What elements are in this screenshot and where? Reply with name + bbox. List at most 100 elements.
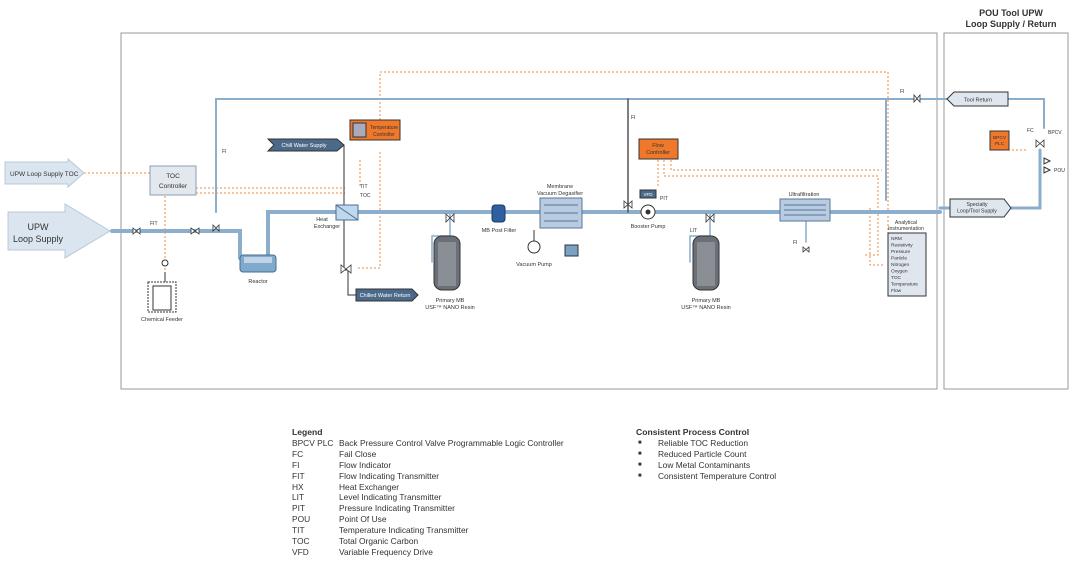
list-item: ■Reduced Particle Count	[638, 448, 747, 459]
svg-text:USF™ NANO Resin: USF™ NANO Resin	[425, 305, 475, 311]
svg-text:Vacuum Pump: Vacuum Pump	[516, 262, 552, 268]
chemical-feeder: Chemical Feeder	[141, 259, 183, 323]
svg-text:Chill Water Supply: Chill Water Supply	[281, 143, 326, 149]
process-control-title: Consistent Process Control	[636, 427, 750, 437]
toc-controller: TOC Controller	[149, 165, 197, 196]
svg-text:Flow: Flow	[652, 143, 664, 149]
tag-fi-1: FI	[222, 149, 226, 155]
svg-text:TOC: TOC	[166, 173, 180, 180]
svg-text:Exchanger: Exchanger	[314, 224, 340, 230]
pou-outlets: POU	[1043, 157, 1065, 174]
process-control-list: Consistent Process Control ■Reliable TOC…	[636, 427, 776, 482]
svg-text:Controller: Controller	[373, 132, 395, 138]
list-item: ■Low Metal Contaminants	[638, 459, 751, 470]
temperature-controller: Temperature Controller	[349, 119, 401, 141]
tag-fi-2: FI	[631, 115, 635, 121]
process-flow-diagram: POU Tool UPW Loop Supply / Return	[4, 8, 1069, 390]
svg-text:Specialty: Specialty	[966, 202, 987, 208]
bpcv-plc: BPCV PLC BPCV	[989, 130, 1062, 151]
upw-loop-supply-toc-label: UPW Loop Supply TOC	[10, 171, 79, 178]
reactor: Reactor	[239, 254, 277, 285]
ultrafiltration: Ultrafiltration	[779, 192, 831, 222]
svg-text:Ultrafiltration: Ultrafiltration	[789, 192, 820, 198]
control-signal-lines	[84, 71, 1028, 272]
svg-text:Chilled Water Return: Chilled Water Return	[360, 293, 411, 299]
primary-mb-2: Primary MB USF™ NANO Resin	[681, 235, 731, 311]
svg-text:Controller: Controller	[646, 150, 670, 156]
svg-text:Primary MB: Primary MB	[436, 298, 465, 304]
tag-fi-4: FI	[900, 89, 904, 95]
upw-loop-supply-label-1: UPW	[28, 222, 50, 232]
analytical-instrumentation: Analytical Instrumentation NRM Resistivi…	[887, 220, 927, 297]
svg-text:Analytical: Analytical	[895, 220, 917, 226]
tag-toc: TOC	[360, 193, 371, 199]
instrument-tags: FIT FI TIT TOC FI PIT LIT FI FI FC	[150, 89, 1034, 246]
list-item: ■Reliable TOC Reduction	[638, 437, 749, 448]
chill-water-supply: Chill Water Supply	[266, 138, 345, 152]
list-item: ■Consistent Temperature Control	[638, 470, 777, 481]
svg-text:PLC: PLC	[995, 141, 1005, 147]
svg-text:MB Post Filter: MB Post Filter	[482, 228, 517, 234]
membrane-degasifier: Membrane Vacuum Degasifier	[537, 184, 583, 229]
svg-text:Primary MB: Primary MB	[692, 298, 721, 304]
bpcv-label: BPCV	[1048, 130, 1062, 136]
svg-text:Particle: Particle	[891, 256, 907, 262]
svg-text:Loop/Tool Supply: Loop/Tool Supply	[957, 209, 997, 215]
upw-loop-supply-toc-arrow: UPW Loop Supply TOC	[4, 157, 85, 189]
svg-text:NRM: NRM	[891, 236, 902, 242]
section-title-line2: Loop Supply / Return	[966, 19, 1057, 29]
heat-exchanger: Heat Exchanger	[314, 204, 359, 230]
tag-fc: FC	[1027, 128, 1034, 134]
svg-text:Booster Pump: Booster Pump	[631, 224, 666, 230]
flow-controller: Flow Controller	[638, 138, 679, 160]
svg-text:Resistivity: Resistivity	[891, 243, 913, 249]
tag-lit: LIT	[690, 228, 697, 234]
tag-tit: TIT	[360, 184, 368, 190]
specialty-loop-tool-supply: Specialty Loop/Tool Supply	[949, 198, 1012, 218]
svg-text:TOC: TOC	[891, 275, 902, 281]
svg-text:USF™ NANO Resin: USF™ NANO Resin	[681, 305, 731, 311]
svg-text:Tool Return: Tool Return	[964, 98, 992, 104]
svg-text:Reactor: Reactor	[248, 279, 267, 285]
tag-pit: PIT	[660, 196, 668, 202]
svg-text:BPCV: BPCV	[993, 135, 1007, 141]
svg-text:Controller: Controller	[159, 183, 188, 190]
vacuum-pump: Vacuum Pump	[516, 230, 579, 268]
tag-fi-3: FI	[793, 240, 797, 246]
svg-text:Pressure: Pressure	[891, 249, 911, 255]
valves	[132, 93, 1045, 274]
upw-loop-supply-arrow: UPW Loop Supply	[7, 203, 111, 259]
mb-post-filter: MB Post Filter	[482, 204, 517, 234]
upw-loop-supply-label-2: Loop Supply	[13, 234, 64, 244]
bullet-icon: ■	[638, 439, 642, 446]
pou-frame	[943, 32, 1069, 390]
primary-mb-1: Primary MB USF™ NANO Resin	[425, 235, 475, 311]
svg-text:Flow: Flow	[891, 288, 902, 294]
bullet-icon: ■	[638, 450, 642, 457]
booster-pump: Booster Pump VFD	[631, 189, 666, 230]
svg-text:Vacuum Degasifier: Vacuum Degasifier	[537, 191, 583, 197]
svg-text:Oxygen: Oxygen	[891, 269, 908, 275]
svg-text:Heat: Heat	[316, 217, 328, 223]
svg-text:POU: POU	[1054, 168, 1065, 174]
section-title-line1: POU Tool UPW	[979, 8, 1043, 18]
svg-text:Temperature: Temperature	[891, 282, 918, 288]
svg-text:Temperature: Temperature	[370, 125, 398, 131]
svg-text:Instrumentation: Instrumentation	[888, 226, 924, 232]
bullet-icon: ■	[638, 461, 642, 468]
svg-text:Membrane: Membrane	[547, 184, 573, 190]
legend-title: Legend	[292, 427, 323, 437]
svg-text:Chemical Feeder: Chemical Feeder	[141, 317, 183, 323]
